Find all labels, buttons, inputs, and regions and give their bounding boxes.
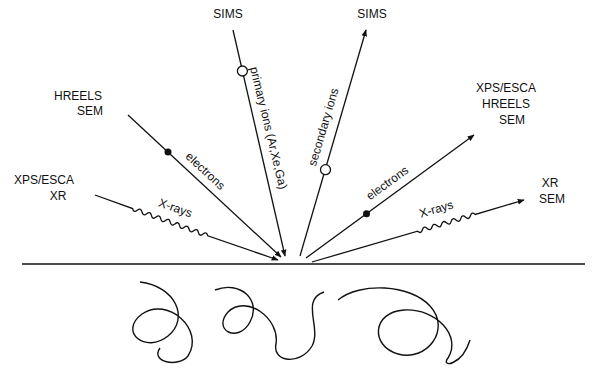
technique-label: SIMS — [213, 7, 242, 21]
polymer-chain — [338, 288, 470, 364]
technique-label: SEM — [77, 104, 103, 118]
technique-label: HREELS — [54, 89, 102, 103]
electron-in-arrow — [128, 115, 281, 257]
sample-surface — [22, 263, 585, 265]
beam-label: secondary ions — [305, 86, 341, 167]
technique-label: XR — [50, 189, 67, 203]
technique-label: SIMS — [357, 7, 386, 21]
technique-label: XPS/ESCA — [476, 81, 536, 95]
technique-label: XPS/ESCA — [14, 173, 74, 187]
beam-label: X-rays — [156, 196, 193, 221]
technique-label: XR — [542, 176, 559, 190]
beam-label: X-rays — [417, 197, 454, 220]
beam-label: primary ions (Ar,Xe,Ga) — [247, 65, 290, 190]
electron-symbol — [165, 149, 172, 156]
beam-label: electrons — [363, 163, 411, 203]
polymer-chains — [133, 282, 470, 364]
electron-symbol — [363, 210, 370, 217]
x-ray-in-arrow — [95, 195, 278, 260]
technique-label: SEM — [499, 113, 525, 127]
ion-symbol — [321, 165, 331, 175]
ion-symbol — [237, 66, 247, 76]
technique-label: SEM — [539, 192, 565, 206]
polymer-chain — [215, 287, 324, 359]
polymer-chain — [133, 282, 193, 362]
technique-label: HREELS — [482, 97, 530, 111]
